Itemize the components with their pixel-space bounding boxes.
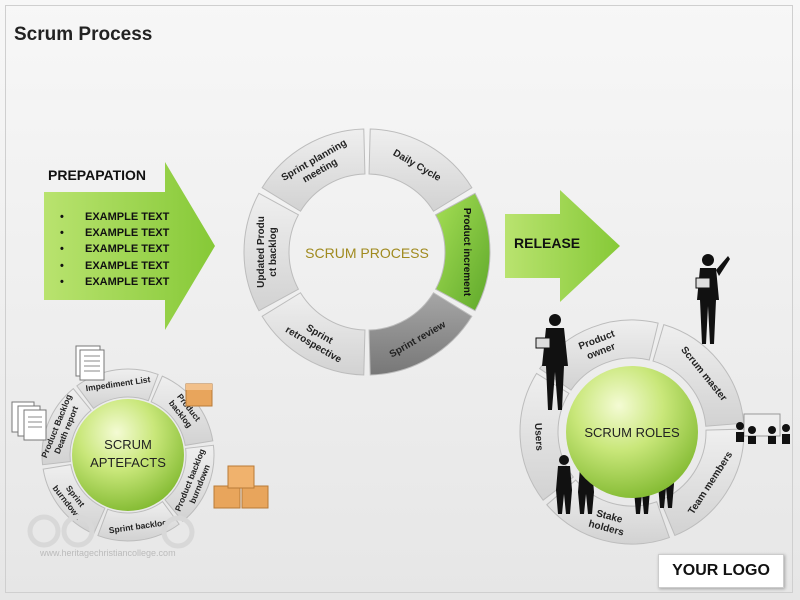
roles-segment-label: Users bbox=[532, 423, 544, 452]
roles-center-label: SCRUM ROLES bbox=[584, 425, 680, 440]
release-label: RELEASE bbox=[514, 235, 580, 251]
your-logo: YOUR LOGO bbox=[658, 554, 784, 588]
preparation-list: •EXAMPLE TEXT •EXAMPLE TEXT •EXAMPLE TEX… bbox=[60, 209, 169, 290]
list-item: •EXAMPLE TEXT bbox=[60, 241, 169, 257]
list-item: •EXAMPLE TEXT bbox=[60, 258, 169, 274]
process-segment-label: Product increment bbox=[461, 208, 472, 297]
watermark: www.heritagechristiancollege.com bbox=[40, 548, 176, 558]
list-item: •EXAMPLE TEXT bbox=[60, 274, 169, 290]
list-item: •EXAMPLE TEXT bbox=[60, 209, 169, 225]
person-silhouette-icon bbox=[696, 254, 730, 344]
box-stack-icon bbox=[214, 466, 268, 508]
document-stack-icon bbox=[12, 402, 46, 440]
artefacts-center-line-1: SCRUM bbox=[104, 437, 152, 452]
box-icon bbox=[186, 384, 212, 406]
document-stack-icon bbox=[76, 346, 104, 380]
preparation-label: PREPAPATION bbox=[48, 167, 146, 183]
artefacts-center-line-2: APTEFACTS bbox=[90, 455, 166, 470]
list-item: •EXAMPLE TEXT bbox=[60, 225, 169, 241]
scrum-process-center-label: SCRUM PROCESS bbox=[305, 245, 429, 261]
